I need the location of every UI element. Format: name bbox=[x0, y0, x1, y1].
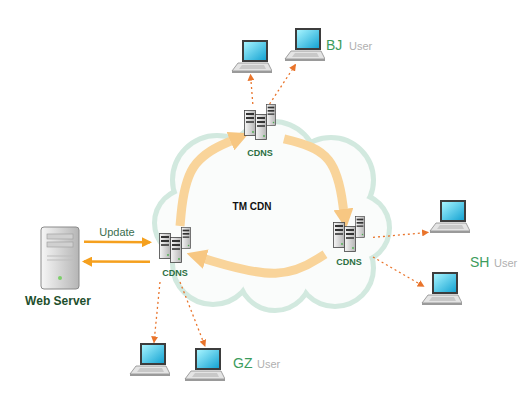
update-arrow-line bbox=[84, 241, 150, 244]
delivery-arrow-line bbox=[373, 257, 424, 286]
edge-label: Update bbox=[99, 227, 134, 238]
region-name: BJ bbox=[326, 38, 342, 52]
cdns-node: CDNS bbox=[150, 226, 200, 282]
laptop-icon bbox=[130, 343, 170, 376]
user-label: User bbox=[494, 258, 517, 269]
cdns-label: CDNS bbox=[247, 149, 273, 158]
laptop-icon bbox=[185, 348, 225, 381]
cloud-outline bbox=[157, 124, 387, 308]
delivery-arrow-line bbox=[154, 282, 160, 343]
delivery-arrow-line bbox=[270, 65, 296, 104]
cdn-cloud: TM CDN bbox=[155, 118, 390, 308]
user-group: BJ User bbox=[222, 25, 372, 80]
cloud-fill bbox=[157, 124, 387, 308]
network-label: TM CDN bbox=[233, 202, 272, 212]
region-name: GZ bbox=[233, 356, 252, 370]
user-group: SH User bbox=[415, 200, 525, 308]
web-server-icon bbox=[41, 227, 79, 289]
update-arrow bbox=[84, 241, 150, 242]
user-label: User bbox=[257, 359, 280, 370]
laptop-icon bbox=[285, 28, 325, 61]
server-label: Web Server bbox=[25, 295, 91, 307]
user-group: GZ User bbox=[120, 338, 290, 383]
laptop-icon bbox=[422, 272, 462, 305]
laptop-icon bbox=[232, 40, 272, 73]
cloud-puff bbox=[205, 155, 341, 291]
web-server: Web Server bbox=[32, 222, 84, 312]
update-arrow bbox=[84, 261, 150, 262]
update-arrow-line bbox=[84, 260, 150, 263]
cloud-puff bbox=[205, 155, 341, 291]
delivery-arrow-line bbox=[251, 75, 253, 105]
laptop-icon bbox=[430, 200, 470, 233]
cdns-label: CDNS bbox=[336, 258, 362, 267]
user-label: User bbox=[349, 41, 372, 52]
cdns-node: CDNS bbox=[236, 104, 284, 162]
cloud-shape bbox=[155, 118, 390, 308]
cdns-node: CDNS bbox=[325, 215, 373, 271]
region-name: SH bbox=[470, 255, 489, 269]
cdns-label: CDNS bbox=[162, 269, 188, 278]
